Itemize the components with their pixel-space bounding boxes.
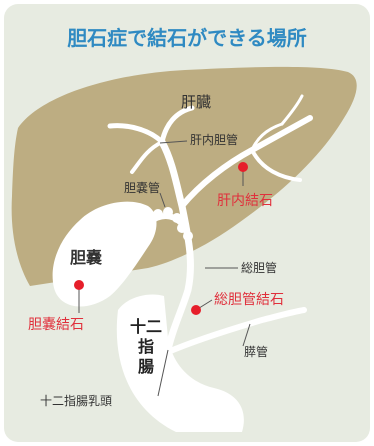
diagram-title: 胆石症で結石ができる場所 bbox=[67, 26, 307, 50]
intrahepatic-duct-label: 肝内胆管 bbox=[190, 132, 238, 147]
gallbladder-label: 胆嚢 bbox=[70, 248, 103, 267]
leader-lines bbox=[78, 140, 251, 397]
duodenum-label-col2: 指 bbox=[138, 337, 154, 356]
common-bile-duct-stone-label: 総胆管結石 bbox=[214, 292, 284, 308]
duodenum-label-col1: 十二 bbox=[130, 317, 162, 336]
liver-label: 肝臓 bbox=[181, 93, 211, 111]
stone-markers bbox=[74, 162, 248, 315]
cystic-duct-label: 胆嚢管 bbox=[124, 180, 160, 195]
common-bile-duct-stone-dot bbox=[191, 305, 201, 315]
duodenum-label-col3: 腸 bbox=[138, 357, 154, 376]
gallbladder-stone-label: 胆嚢結石 bbox=[28, 317, 84, 333]
duodenum-label: 十二 指 腸 bbox=[130, 317, 162, 376]
pancreatic-duct-label: 膵管 bbox=[244, 344, 268, 359]
cystic-duct-bumps bbox=[153, 207, 193, 241]
intrahepatic-stone-dot bbox=[238, 162, 248, 172]
common-bile-duct-label: 総胆管 bbox=[241, 260, 277, 275]
duodenum-shape bbox=[116, 294, 244, 432]
papilla-label: 十二指腸乳頭 bbox=[40, 393, 112, 408]
intrahepatic-stone-label: 肝内結石 bbox=[217, 193, 273, 209]
gallbladder-stone-dot bbox=[74, 280, 84, 290]
